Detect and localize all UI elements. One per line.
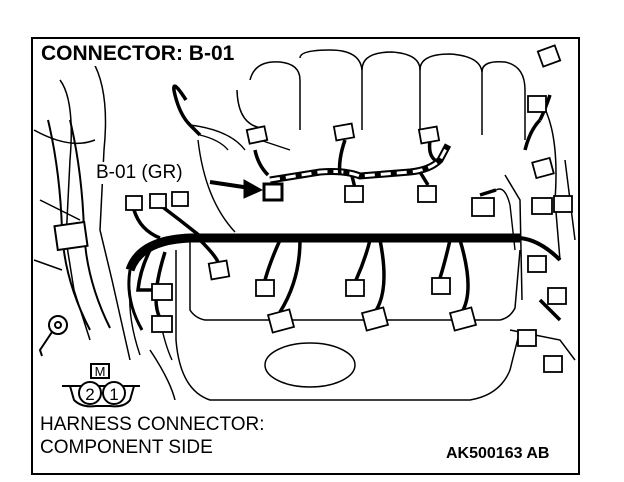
engine-drawing xyxy=(33,49,576,401)
connector-block xyxy=(245,125,269,145)
connector-block xyxy=(527,95,547,113)
connector-block xyxy=(471,197,495,217)
connector-block xyxy=(417,185,437,203)
connector-block xyxy=(553,195,573,213)
connector-callout-label: B-01 (GR) xyxy=(96,162,183,184)
connector-block xyxy=(517,329,537,347)
pin-1 xyxy=(102,381,126,405)
thin-wires xyxy=(129,124,516,361)
coolant-hose xyxy=(47,119,111,331)
connector-block xyxy=(360,306,390,332)
connector-block xyxy=(266,308,296,334)
connector-block xyxy=(151,283,173,301)
connector-block xyxy=(547,287,567,305)
caption-line-2: COMPONENT SIDE xyxy=(40,437,213,458)
connector-block xyxy=(431,277,451,295)
connector-block xyxy=(255,279,275,297)
connector-block xyxy=(207,259,231,281)
connector-block xyxy=(332,122,356,142)
connector-block xyxy=(417,125,441,145)
connector-block xyxy=(125,195,143,211)
connector-block xyxy=(345,279,365,297)
connector-blocks xyxy=(125,44,573,373)
connector-block xyxy=(543,355,563,373)
ground-terminal xyxy=(38,315,68,357)
connector-housing xyxy=(62,385,140,408)
pin-1-label: 1 xyxy=(109,385,118,404)
pointer-arrow xyxy=(209,179,264,199)
connector-block xyxy=(527,255,547,273)
diagram-title: CONNECTOR: B-01 xyxy=(38,42,238,66)
connector-block xyxy=(149,193,167,209)
diagram-border xyxy=(31,37,580,475)
connector-block xyxy=(344,185,364,203)
connector-face-symbol: M 2 1 xyxy=(62,363,140,408)
connector-block xyxy=(448,306,478,332)
connector-block xyxy=(151,315,173,333)
connector-block xyxy=(531,197,553,215)
connector-block xyxy=(536,44,562,68)
connector-block xyxy=(171,191,189,207)
injector-harness xyxy=(269,143,452,184)
caption-line-1: HARNESS CONNECTOR: xyxy=(40,414,265,435)
connector-block xyxy=(531,156,555,180)
pin-2-label: 2 xyxy=(85,385,94,404)
pin-2 xyxy=(78,381,102,405)
connector-key xyxy=(90,363,110,379)
target-connector-b01 xyxy=(262,182,284,202)
figure-id: AK500163 AB xyxy=(446,445,550,462)
main-harness xyxy=(125,233,562,331)
connector-key-letter: M xyxy=(95,364,106,379)
